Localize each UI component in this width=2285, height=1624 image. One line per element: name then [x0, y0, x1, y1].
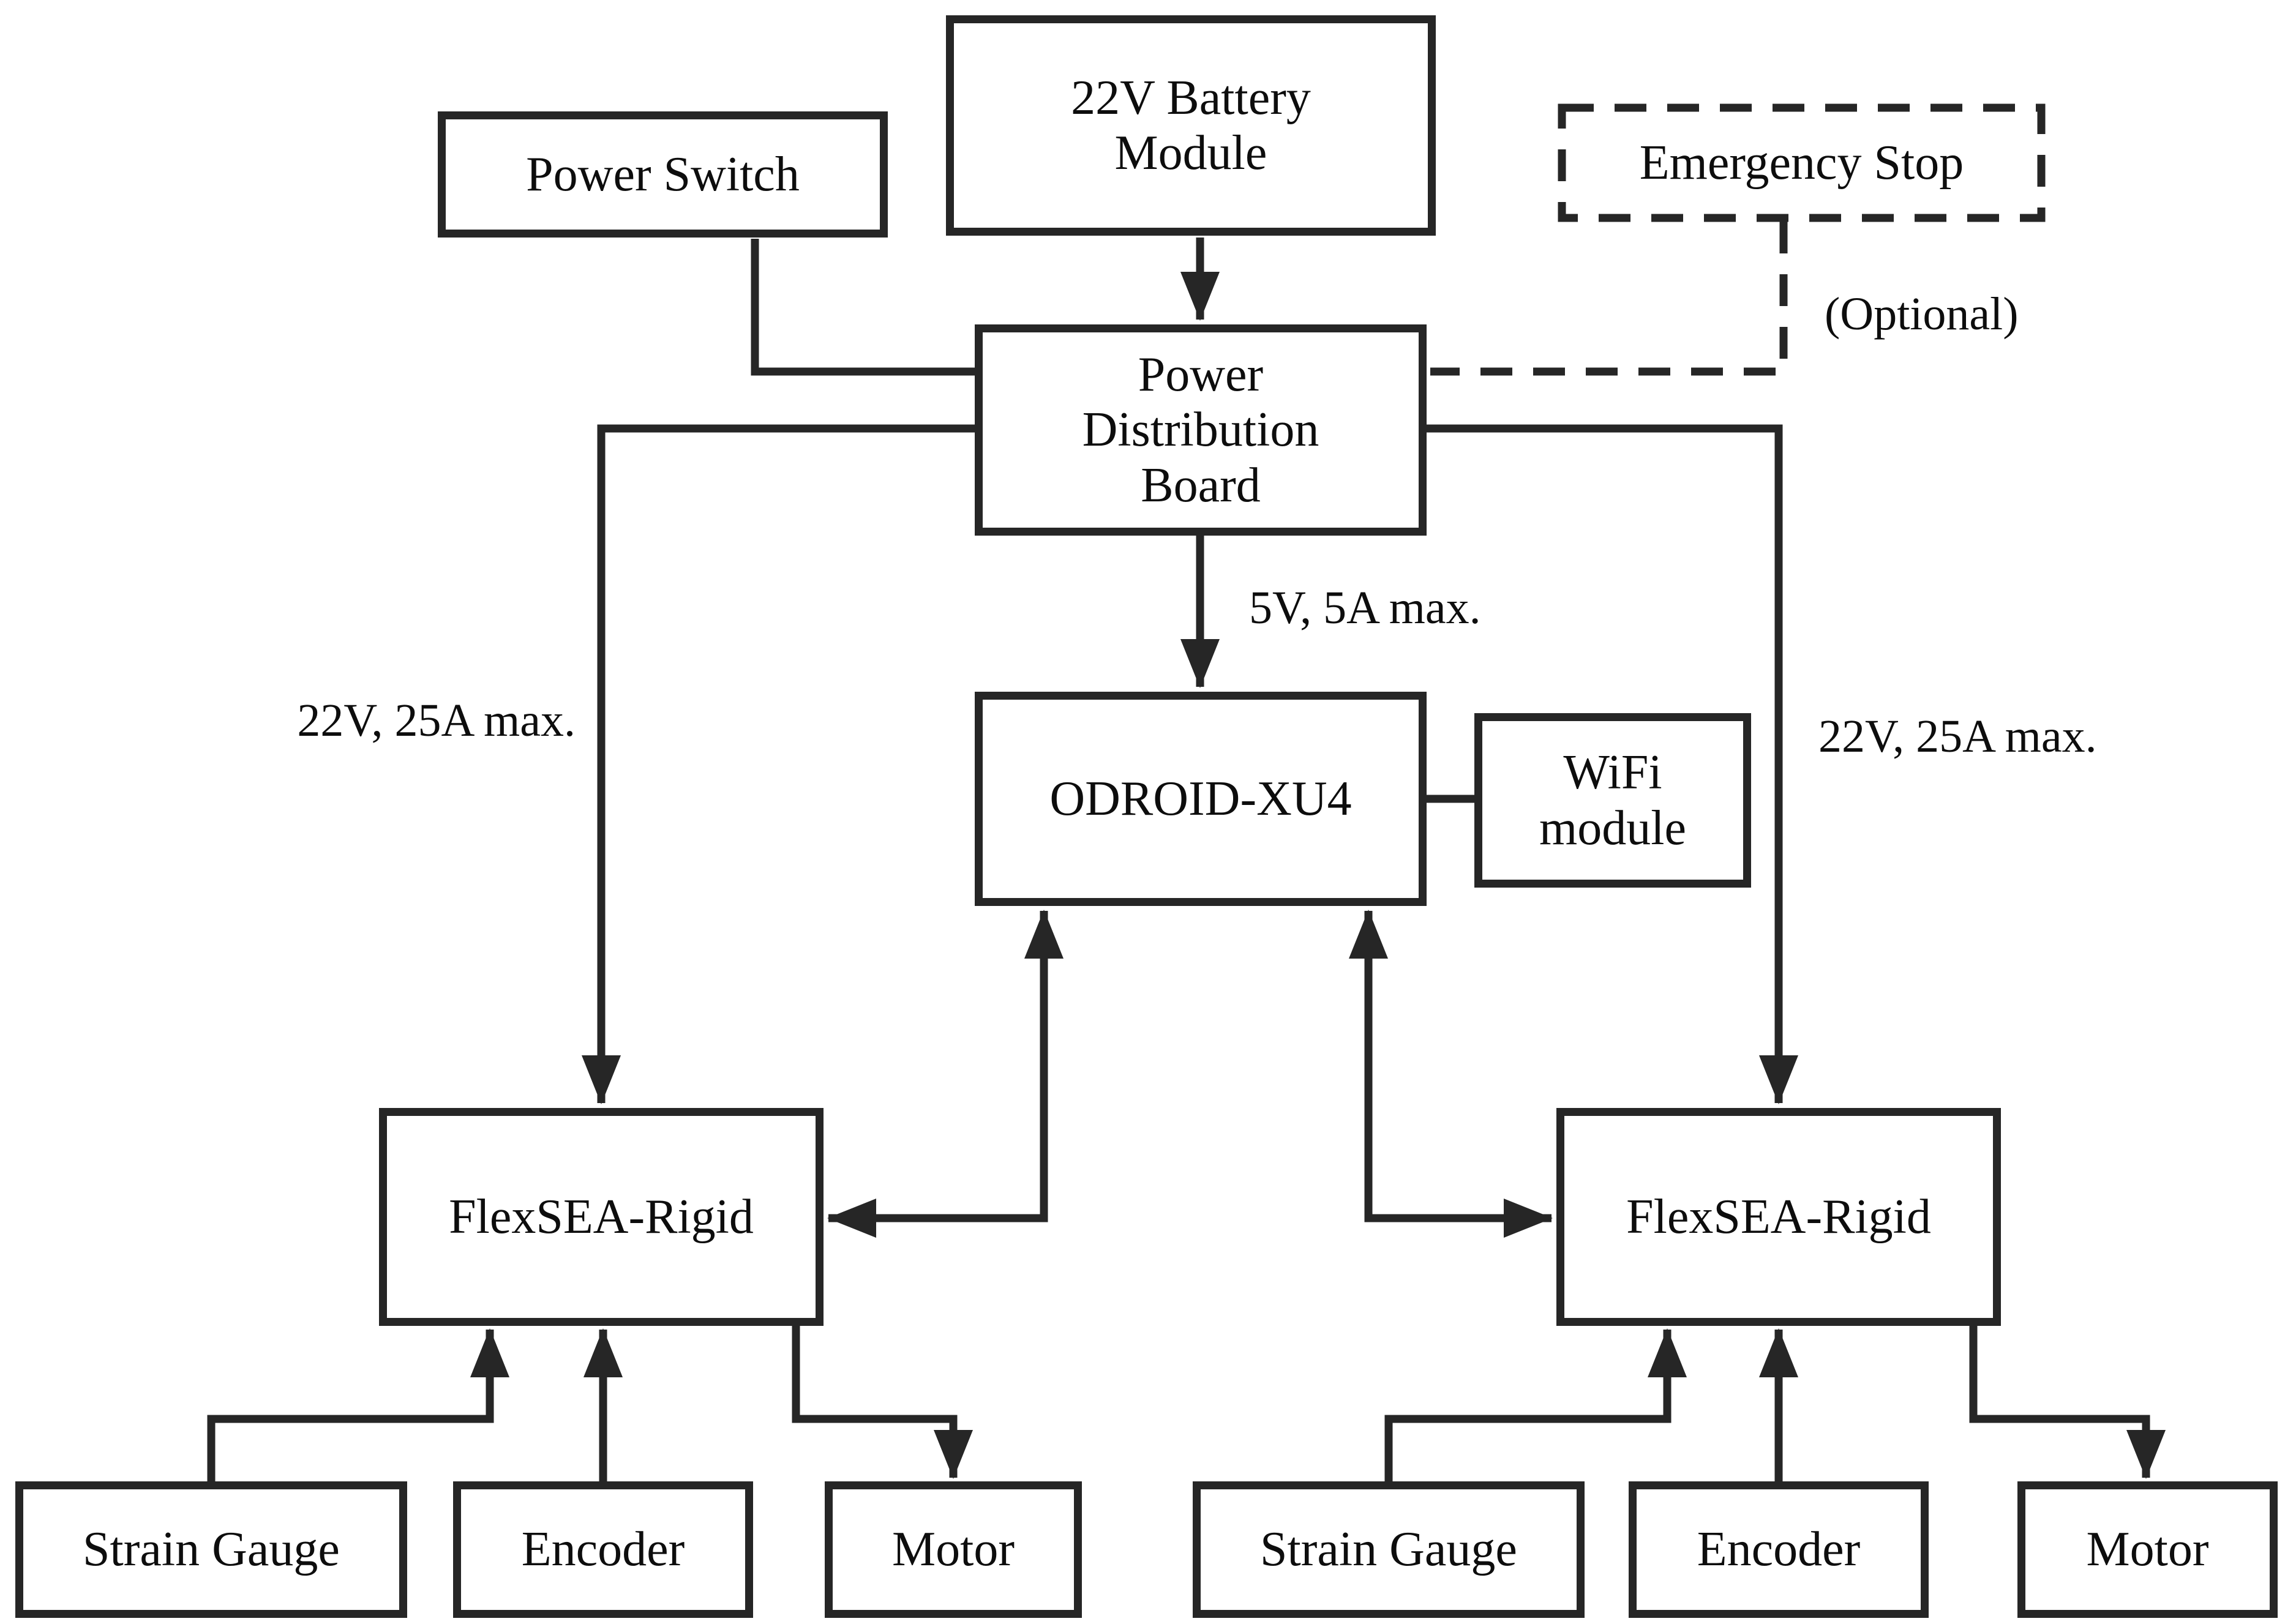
- node-wifi-module-label: WiFi module: [1539, 746, 1686, 855]
- label-5v-5a-max: 5V, 5A max.: [1249, 582, 1481, 634]
- edge-power-switch-to-pdb: [751, 239, 978, 376]
- node-flexsea-rigid-left: FlexSEA-Rigid: [379, 1108, 824, 1326]
- node-power-distribution-board: Power Distribution Board: [975, 324, 1427, 536]
- edge-flexsea-left-to-motor: [792, 1323, 973, 1479]
- node-power-switch-label: Power Switch: [526, 147, 800, 201]
- edge-pdb-to-flexsea-left: [582, 424, 978, 1104]
- node-strain-gauge-left-label: Strain Gauge: [83, 1522, 340, 1577]
- edge-odroid-flexsea-right: [1349, 910, 1553, 1238]
- node-strain-gauge-left: Strain Gauge: [15, 1481, 407, 1618]
- node-emergency-stop: Emergency Stop: [1558, 104, 2045, 222]
- edge-flexsea-right-to-motor: [1969, 1323, 2166, 1479]
- emergency-stop-dashed-border: [1558, 103, 2046, 222]
- node-encoder-left: Encoder: [453, 1481, 753, 1618]
- node-encoder-right-label: Encoder: [1697, 1522, 1861, 1577]
- edge-pdb-to-flexsea-right: [1423, 424, 1798, 1104]
- node-wifi-module: WiFi module: [1474, 713, 1751, 888]
- optional-annotation: (Optional): [1825, 288, 2019, 340]
- edge-strain-gauge-right-to-flexsea: [1384, 1328, 1687, 1483]
- node-odroid-xu4-label: ODROID-XU4: [1049, 771, 1352, 826]
- node-strain-gauge-right: Strain Gauge: [1193, 1481, 1585, 1618]
- node-power-switch: Power Switch: [438, 111, 888, 238]
- node-motor-right-label: Motor: [2086, 1522, 2209, 1577]
- node-encoder-left-label: Encoder: [521, 1522, 685, 1577]
- node-flexsea-rigid-left-label: FlexSEA-Rigid: [449, 1189, 754, 1244]
- edge-emergency-stop-to-pdb: [1430, 222, 1788, 376]
- edge-strain-gauge-left-to-flexsea: [207, 1328, 509, 1483]
- edge-odroid-flexsea-left: [827, 910, 1064, 1238]
- node-motor-left-label: Motor: [892, 1522, 1015, 1577]
- node-strain-gauge-right-label: Strain Gauge: [1260, 1522, 1517, 1577]
- node-encoder-right: Encoder: [1629, 1481, 1929, 1618]
- node-emergency-stop-label: Emergency Stop: [1639, 135, 1964, 190]
- label-22v-25a-max-left: 22V, 25A max.: [297, 695, 576, 746]
- node-flexsea-rigid-right-label: FlexSEA-Rigid: [1626, 1189, 1931, 1244]
- node-motor-right: Motor: [2017, 1481, 2278, 1618]
- node-battery-label: 22V Battery Module: [1071, 70, 1311, 180]
- node-odroid-xu4: ODROID-XU4: [975, 692, 1427, 906]
- label-22v-25a-max-right: 22V, 25A max.: [1818, 711, 2097, 762]
- node-power-distribution-board-label: Power Distribution Board: [1082, 347, 1319, 512]
- node-motor-left: Motor: [825, 1481, 1082, 1618]
- node-flexsea-rigid-right: FlexSEA-Rigid: [1556, 1108, 2001, 1326]
- node-battery: 22V Battery Module: [946, 15, 1436, 236]
